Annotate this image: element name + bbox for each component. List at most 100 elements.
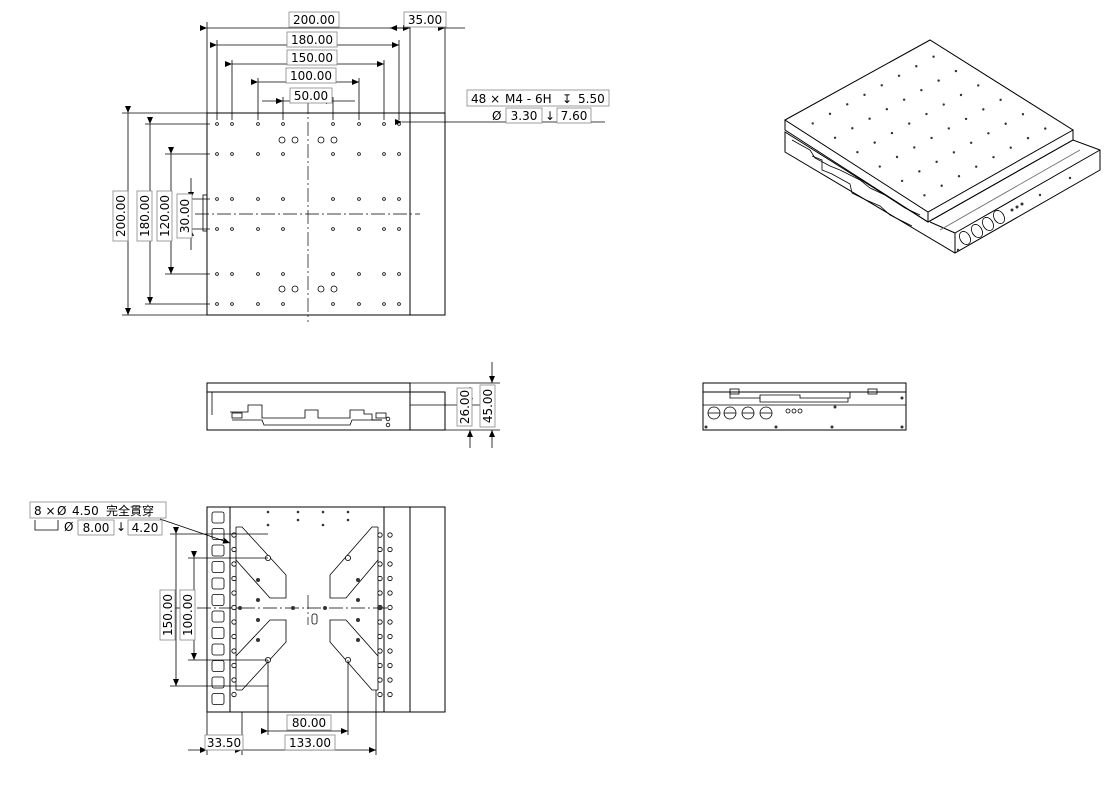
hole-mark (215, 152, 219, 156)
hole-mark (952, 151, 956, 154)
hole-mark (915, 65, 918, 68)
dim-height-26: 26.00 (458, 390, 472, 424)
hole-mark (925, 112, 928, 116)
hole-mark (256, 227, 260, 231)
hole-mark (357, 272, 361, 276)
hole-mark (231, 604, 237, 611)
hole-mark (230, 272, 234, 276)
hole-mark (230, 302, 234, 306)
hole-mark (231, 648, 237, 654)
hole-mark (999, 98, 1002, 102)
bottom-holes (231, 510, 393, 698)
hole-mark (215, 122, 219, 126)
callout-dia: 3.30 (511, 109, 538, 123)
hole-mark (918, 170, 921, 173)
hole-mark (281, 197, 285, 201)
hole-mark (231, 691, 237, 698)
hole-mark (357, 122, 361, 126)
hole-mark (1021, 113, 1025, 116)
hole-mark (902, 98, 906, 101)
diameter-icon: Ø (492, 109, 501, 123)
front-view: 26.00 45.00 (206, 362, 500, 448)
hole-mark (256, 302, 260, 306)
hole-mark (377, 546, 383, 553)
hole-mark (387, 561, 393, 567)
dim-width-180: 180.00 (291, 33, 333, 47)
dim-offset-35: 35.00 (408, 13, 442, 27)
hole-mark (833, 136, 837, 139)
hole-mark (387, 648, 393, 654)
hole-mark (1044, 127, 1047, 130)
hole-mark (331, 122, 335, 126)
bottom-view: 150.00 100.00 80.00 133.00 33.50 (159, 506, 446, 755)
hole-mark (895, 155, 899, 159)
hole-mark (387, 677, 393, 683)
hole-mark (281, 152, 285, 156)
hole-mark (923, 194, 926, 197)
bottom-view-outline (206, 506, 446, 713)
hole-mark (937, 79, 940, 82)
hole-mark (382, 152, 386, 156)
hole-mark (397, 122, 401, 126)
hole-mark (397, 272, 401, 276)
hole-mark (1004, 122, 1007, 125)
hole-mark (947, 127, 951, 130)
hole-mark (231, 532, 237, 538)
dim-height-30: 30.00 (178, 199, 192, 233)
hole-mark (885, 107, 889, 111)
hole-mark (281, 302, 285, 306)
hole-mark (932, 55, 935, 58)
hole-mark (356, 618, 360, 622)
hole-mark (377, 662, 383, 669)
hole-mark (331, 227, 335, 231)
hole-mark (397, 227, 401, 231)
hole-mark (940, 184, 943, 187)
hole-mark (231, 546, 237, 553)
hole-mark (387, 691, 393, 698)
hole-mark (331, 152, 335, 156)
hole-mark (397, 197, 401, 201)
hole-mark (377, 691, 383, 698)
hole-mark (231, 590, 237, 596)
hole-mark (930, 136, 933, 140)
slot-mark (211, 544, 225, 557)
hole-mark (346, 518, 350, 522)
hole-mark (975, 165, 978, 168)
hole-mark (215, 272, 219, 276)
hole-mark (231, 561, 237, 567)
dim-height-200: 200.00 (114, 195, 128, 237)
counterbore-icon (34, 520, 59, 531)
hole-mark (880, 84, 883, 87)
hole-mark (828, 112, 832, 116)
hole-mark (964, 117, 968, 121)
hole-mark (256, 272, 260, 276)
callout-depth: 5.50 (578, 92, 605, 106)
dim-height-180: 180.00 (138, 195, 152, 237)
hole-mark (863, 93, 866, 97)
hole-mark (231, 619, 237, 625)
hole-mark (868, 117, 871, 120)
hole-mark (935, 160, 938, 164)
hole-mark (230, 122, 234, 126)
hole-mark (387, 604, 393, 611)
hole-mark (387, 546, 393, 553)
hole-mark (231, 633, 237, 640)
hole-mark (357, 227, 361, 231)
hole-mark (266, 523, 270, 527)
hole-mark (890, 131, 894, 135)
hole-mark (387, 590, 393, 596)
callout-depth-2: 7.60 (561, 109, 588, 123)
top-threaded-holes (215, 122, 401, 306)
hole-mark (900, 179, 904, 183)
hole-mark (377, 619, 383, 625)
bottom-cbore-depth: 4.20 (132, 521, 159, 535)
hole-mark (377, 633, 383, 640)
hole-mark (387, 633, 393, 640)
hole-mark (1026, 136, 1030, 140)
callout-thread: M4 - 6H (505, 92, 552, 106)
hole-mark (378, 606, 382, 610)
hole-mark (377, 677, 383, 683)
slot-mark (211, 594, 225, 606)
hole-mark (942, 103, 945, 106)
